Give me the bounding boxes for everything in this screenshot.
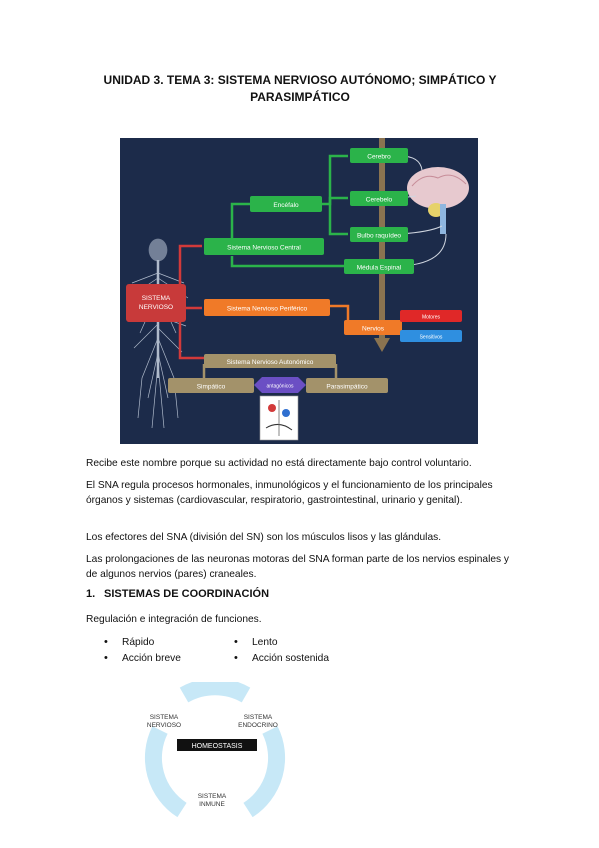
title-line-1: UNIDAD 3. TEMA 3: SISTEMA NERVIOSO AUTÓN… <box>103 73 497 87</box>
cycle-arc <box>243 726 286 818</box>
node-snc: Sistema Nervioso Central <box>204 238 324 255</box>
node-parasimpatico-label: Parasimpático <box>326 384 368 391</box>
paragraph-3: Los efectores del SNA (división del SN) … <box>86 532 442 543</box>
brain-icon <box>407 167 469 234</box>
section-number: 1. <box>86 588 96 600</box>
section-intro: Regulación e integración de funciones. <box>86 614 262 625</box>
node-snp: Sistema Nervioso Periférico <box>204 299 330 316</box>
node-snaut: Sistema Nervioso Autonómico <box>204 354 336 368</box>
cycle-arc <box>144 726 187 818</box>
bullet-text: Lento <box>252 637 278 648</box>
node-snaut-label: Sistema Nervioso Autonómico <box>227 359 314 366</box>
paragraph-2: El SNA regula procesos hormonales, inmun… <box>86 480 493 506</box>
paragraph-1: Recibe este nombre porque su actividad n… <box>86 458 472 469</box>
node-simpatico: Simpático <box>168 378 254 393</box>
section-heading: 1. SISTEMAS DE COORDINACIÓN <box>86 588 269 600</box>
cycle-label-line: ENDOCRINO <box>238 722 278 729</box>
node-cerebelo-label: Cerebelo <box>366 197 393 204</box>
bullet-text: Acción breve <box>122 653 181 664</box>
organs-illustration-icon <box>259 395 299 441</box>
list-item: • Acción breve <box>104 652 181 664</box>
node-medula-label: Médula Espinal <box>357 265 402 272</box>
paragraph-4: Las prolongaciones de las neuronas motor… <box>86 554 510 580</box>
cycle-arc <box>179 682 251 703</box>
node-snp-label: Sistema Nervioso Periférico <box>227 306 308 313</box>
node-nervios-label: Nervios <box>362 326 385 333</box>
node-sensitivos-label: Sensitivos <box>420 335 443 341</box>
node-motores: Motores <box>400 310 462 322</box>
list-item: • Acción sostenida <box>234 652 330 664</box>
node-bulbo-label: Bulbo raquídeo <box>357 233 401 240</box>
node-motores-label: Motores <box>422 315 441 321</box>
cycle-label-line: NERVIOSO <box>147 722 181 729</box>
cycle-ring <box>144 682 286 818</box>
node-parasimpatico: Parasimpático <box>306 378 388 393</box>
node-sna-line: NERVIOSO <box>139 304 173 311</box>
cycle-label-line: SISTEMA <box>198 793 227 800</box>
node-sna: SISTEMA NERVIOSO <box>126 284 186 322</box>
orange-connectors <box>330 304 350 320</box>
list-item: • Rápido <box>104 636 155 648</box>
page-title: UNIDAD 3. TEMA 3: SISTEMA NERVIOSO AUTÓN… <box>60 72 540 106</box>
node-encefalo-label: Encéfalo <box>273 202 299 209</box>
bullet-icon: • <box>234 652 238 664</box>
node-sna-line: SISTEMA <box>142 295 171 302</box>
node-antagonicos-label: antagónicos <box>267 384 294 390</box>
section-heading-text: SISTEMAS DE COORDINACIÓN <box>104 588 270 600</box>
title-line-2: PARASIMPÁTICO <box>250 90 350 104</box>
cycle-label-line: SISTEMA <box>244 714 273 721</box>
node-simpatico-label: Simpático <box>197 384 226 391</box>
cycle-label-line: SISTEMA <box>150 714 179 721</box>
node-snc-label: Sistema Nervioso Central <box>227 245 301 252</box>
green-connectors <box>230 154 348 268</box>
bullet-icon: • <box>234 636 238 648</box>
node-encefalo: Encéfalo <box>250 196 322 212</box>
node-bulbo: Bulbo raquídeo <box>350 227 408 242</box>
node-nervios: Nervios <box>344 320 402 335</box>
trunk-arrow-icon <box>374 338 390 352</box>
cycle-label-line: INMUNE <box>199 801 225 808</box>
node-cerebelo: Cerebelo <box>350 191 408 206</box>
node-medula: Médula Espinal <box>344 259 414 274</box>
node-cerebro: Cerebro <box>350 148 408 163</box>
bullet-icon: • <box>104 652 108 664</box>
nervous-system-diagram: SISTEMA NERVIOSO Sistema Nervioso Central… <box>120 138 478 444</box>
list-item: • Lento <box>234 636 278 648</box>
node-cerebro-label: Cerebro <box>367 154 391 161</box>
homeostasis-box <box>177 739 257 751</box>
homeostasis-label: HOMEOSTASIS <box>192 743 243 750</box>
node-sna-label: SISTEMA NERVIOSO <box>139 295 173 311</box>
node-sensitivos: Sensitivos <box>400 330 462 342</box>
node-antagonicos: antagónicos <box>254 377 306 393</box>
bullet-text: Acción sostenida <box>252 653 330 664</box>
bullet-icon: • <box>104 636 108 648</box>
bullet-text: Rápido <box>122 637 155 648</box>
